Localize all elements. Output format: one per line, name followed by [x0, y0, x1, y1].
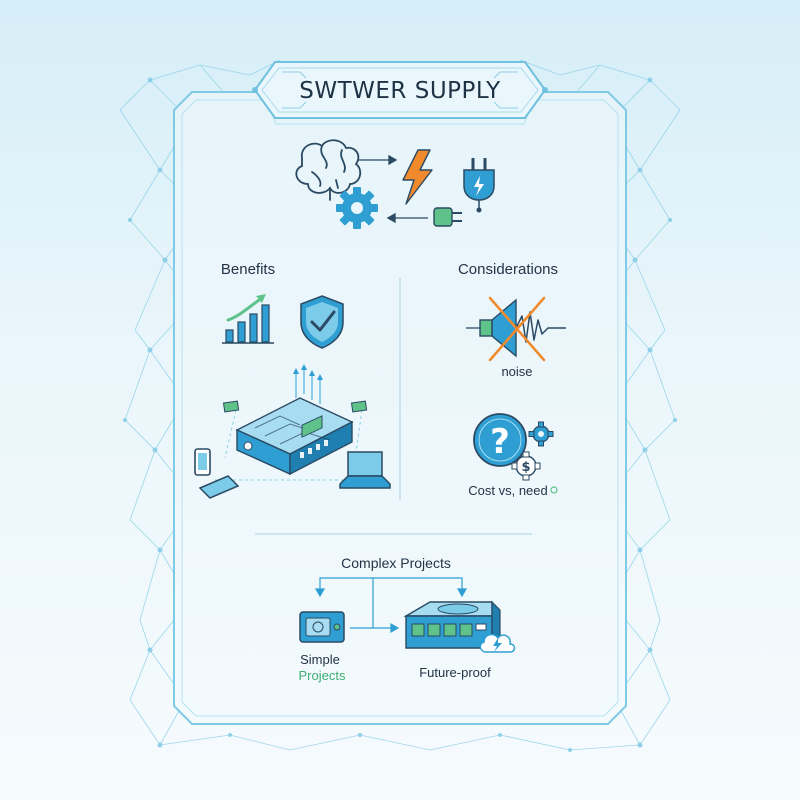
- muted-speaker-icon: [466, 296, 566, 362]
- page-title: SWTWER SUPPLY: [299, 78, 501, 104]
- small-gear-decoration-icon: [550, 486, 558, 494]
- growth-chart-icon: [222, 294, 274, 344]
- noise-label: noise: [501, 364, 532, 379]
- gear-icon: [336, 187, 378, 229]
- flow-arrow-left: [386, 212, 428, 224]
- power-supply-unit-icon: [215, 364, 370, 481]
- plug-icon: [463, 158, 495, 213]
- benefits-heading: Benefits: [221, 261, 275, 278]
- lightning-icon: [402, 149, 433, 205]
- future-proof-label: Future-proof: [419, 665, 491, 680]
- shield-check-icon: [300, 295, 344, 349]
- question-icon: ?: [473, 413, 527, 467]
- cost-label: Cost vs, need: [468, 483, 548, 498]
- tablet-icon: [198, 475, 240, 499]
- considerations-heading: Considerations: [458, 261, 558, 278]
- brain-icon: [295, 139, 362, 201]
- project-tree-lines: [314, 577, 468, 634]
- dollar-gear-icon: $: [511, 451, 541, 481]
- flow-arrow-right: [358, 154, 398, 166]
- laptop-icon: [339, 451, 391, 489]
- projects-label: Projects: [299, 668, 346, 683]
- simple-project-device-icon: [299, 611, 345, 643]
- title-banner: [252, 61, 548, 119]
- main-panel-inner-line: [181, 99, 619, 717]
- cloud-icon: [479, 633, 516, 653]
- small-plug-icon: [433, 207, 462, 227]
- complex-projects-label: Complex Projects: [341, 555, 451, 571]
- phone-icon: [194, 448, 211, 476]
- future-proof-psu-icon: [403, 600, 501, 649]
- svg-text:?: ?: [490, 422, 510, 462]
- gear-small-icon: [528, 421, 554, 447]
- svg-text:$: $: [521, 460, 530, 475]
- simple-label: Simple: [300, 652, 340, 667]
